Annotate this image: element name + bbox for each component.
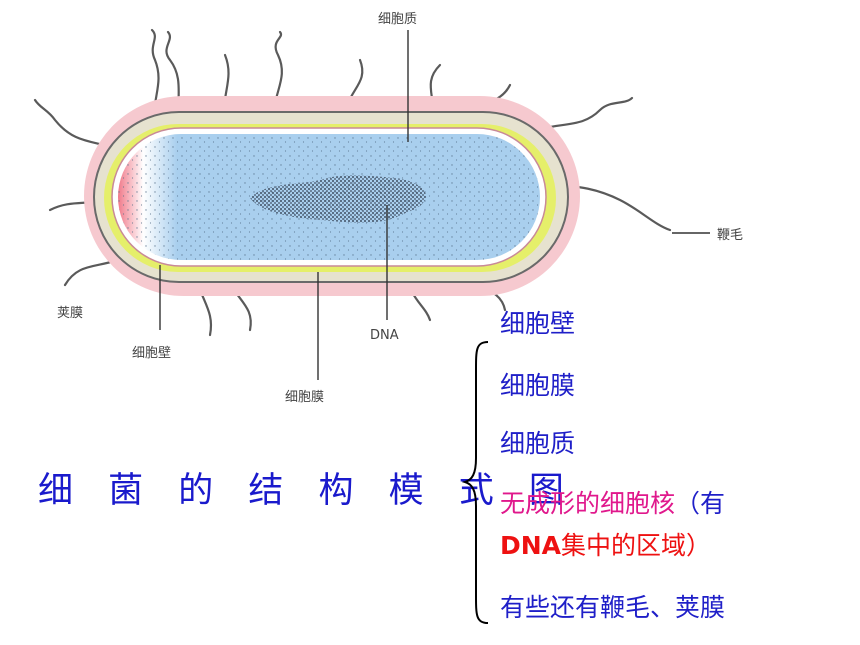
label-flagellum: 鞭毛 <box>717 228 744 243</box>
nucleoid-text: 无成形的细胞核 <box>500 489 676 518</box>
structure-item-nucleoid-line1: 无成形的细胞核（有 <box>500 484 725 520</box>
label-capsule: 荚膜 <box>57 306 84 321</box>
nucleoid-paren-open: （有 <box>675 489 726 518</box>
structure-item-cell-membrane: 细胞膜 <box>500 371 576 400</box>
label-cell-wall: 细胞壁 <box>132 346 172 361</box>
label-cell-membrane: 细胞膜 <box>285 390 325 405</box>
label-dna: DNA <box>370 328 399 343</box>
dna-region-text: 集中的区域） <box>561 531 712 560</box>
structure-item-cytoplasm: 细胞质 <box>500 429 576 458</box>
structure-item-cell-wall: 细胞壁 <box>500 309 576 338</box>
label-cytoplasm: 细胞质 <box>378 12 418 27</box>
diagram-title: 细 菌 的 结 构 模 式 图 <box>38 471 576 511</box>
curly-brace <box>462 341 489 624</box>
dna-nucleoid <box>250 175 426 223</box>
structure-item-nucleoid-line2: DNA集中的区域） <box>500 526 711 562</box>
leader-lines <box>159 30 710 380</box>
dna-text: DNA <box>500 531 562 560</box>
structure-item-flagella-capsule: 有些还有鞭毛、荚膜 <box>500 593 726 622</box>
